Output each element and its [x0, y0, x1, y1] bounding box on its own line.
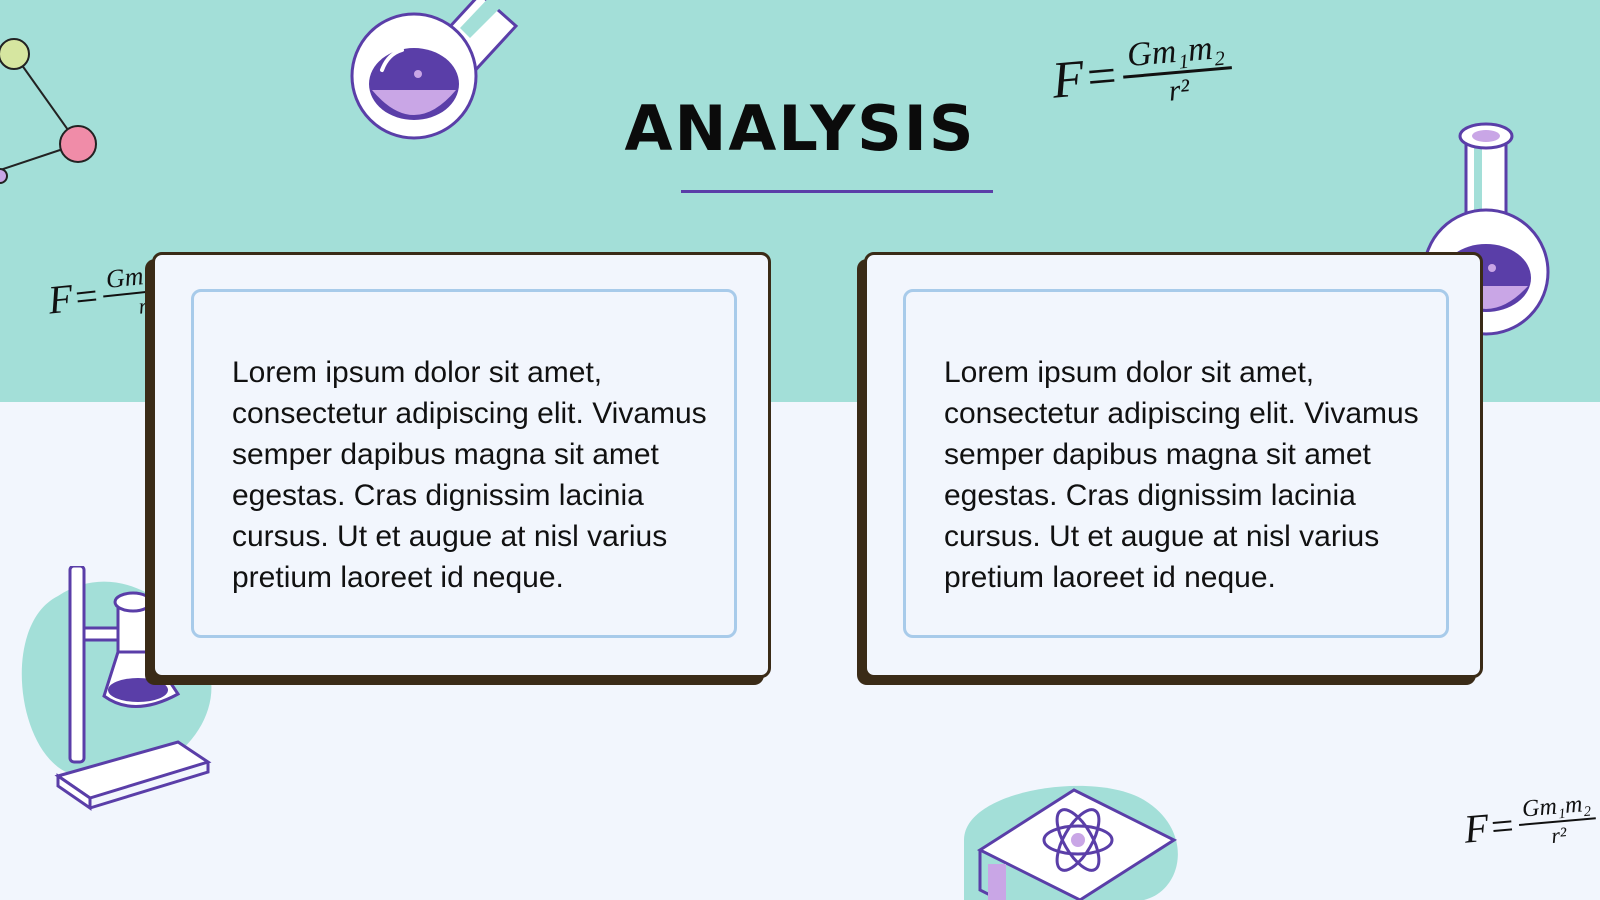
molecule-icon	[0, 38, 97, 184]
card-inner-frame: Lorem ipsum dolor sit amet, consectetur …	[191, 289, 737, 638]
text-card-left: Lorem ipsum dolor sit amet, consectetur …	[152, 252, 771, 678]
formula-icon: F= Gm₁m₂ r²	[1462, 790, 1598, 856]
flask-icon	[350, 0, 519, 140]
science-book-icon	[964, 785, 1178, 900]
card-body-text: Lorem ipsum dolor sit amet, consectetur …	[232, 356, 707, 594]
title-underline	[681, 190, 993, 193]
card-body-text: Lorem ipsum dolor sit amet, consectetur …	[944, 356, 1419, 594]
card-inner-frame: Lorem ipsum dolor sit amet, consectetur …	[903, 289, 1449, 638]
slide-title: ANALYSIS	[624, 92, 976, 165]
text-card-right: Lorem ipsum dolor sit amet, consectetur …	[864, 252, 1483, 678]
